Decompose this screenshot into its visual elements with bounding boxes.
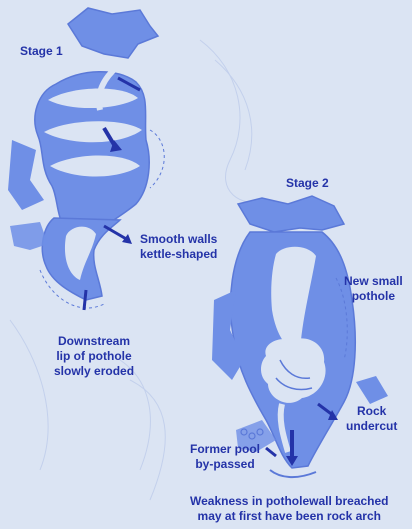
label-former-pool-line2: by-passed	[190, 457, 260, 472]
stage2-title: Stage 2	[286, 176, 329, 191]
label-smooth-walls: Smooth walls kettle-shaped	[140, 232, 217, 262]
label-weakness-line1: Weakness in potholewall breached	[190, 494, 389, 509]
label-downstream-lip: Downstream lip of pothole slowly eroded	[54, 334, 134, 379]
label-rock-undercut: Rock undercut	[346, 404, 397, 434]
label-former-pool-line1: Former pool	[190, 442, 260, 457]
label-rock-undercut-line2: undercut	[346, 419, 397, 434]
stage1-title: Stage 1	[20, 44, 63, 59]
label-smooth-walls-line2: kettle-shaped	[140, 247, 217, 262]
label-rock-undercut-line1: Rock	[346, 404, 397, 419]
stage2-top-rock	[238, 196, 344, 232]
stage2-pothole	[212, 196, 388, 477]
label-new-pothole-line2: pothole	[344, 289, 403, 304]
label-downstream-line3: slowly eroded	[54, 364, 134, 379]
label-weakness: Weakness in potholewall breached may at …	[190, 494, 389, 524]
label-downstream-line1: Downstream	[54, 334, 134, 349]
label-smooth-walls-line1: Smooth walls	[140, 232, 217, 247]
stage1-top-rock	[68, 8, 158, 58]
label-downstream-line2: lip of pothole	[54, 349, 134, 364]
stage1-left-wall	[8, 140, 44, 210]
label-weakness-line2: may at first have been rock arch	[190, 509, 389, 524]
label-new-pothole-line1: New small	[344, 274, 403, 289]
label-new-small-pothole: New small pothole	[344, 274, 403, 304]
label-former-pool: Former pool by-passed	[190, 442, 260, 472]
